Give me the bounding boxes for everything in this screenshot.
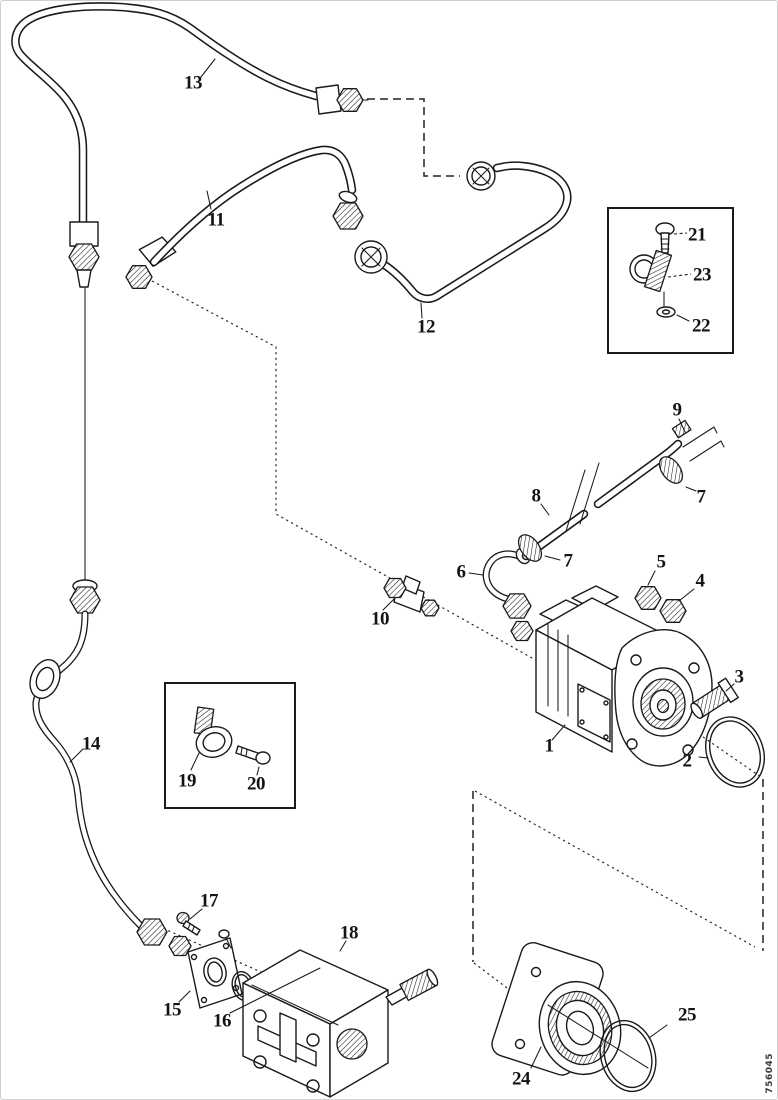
elbow-6-graphic bbox=[486, 546, 533, 640]
bolt-20-graphic bbox=[236, 746, 270, 764]
clamp-7-left-graphic bbox=[514, 531, 546, 566]
bolt-17-graphic bbox=[177, 913, 200, 936]
adapter-24-graphic bbox=[489, 940, 648, 1085]
shaft-3-graphic bbox=[687, 678, 738, 722]
pump-1-graphic bbox=[536, 586, 712, 766]
bolt-21-graphic bbox=[656, 223, 674, 253]
projection-lines-24 bbox=[473, 721, 763, 994]
clamp-7-right-graphic bbox=[655, 453, 687, 488]
nut-4-graphic bbox=[660, 600, 686, 623]
nut-5-graphic bbox=[635, 587, 661, 610]
fitting-10-graphic bbox=[384, 576, 439, 616]
hose-13-graphic bbox=[15, 6, 368, 287]
leader-lines bbox=[70, 59, 734, 1068]
hose-12-graphic bbox=[355, 162, 567, 299]
hose-11-graphic bbox=[126, 150, 363, 288]
oring-25-graphic bbox=[592, 1014, 664, 1098]
inset-box-lower bbox=[165, 683, 295, 808]
assembly-line-11-1 bbox=[152, 281, 548, 667]
clamp-19-graphic bbox=[192, 707, 236, 762]
flange-15-graphic bbox=[188, 930, 242, 1008]
clamp-23-graphic bbox=[630, 250, 671, 306]
clamp-9-graphic bbox=[672, 420, 724, 461]
hose-8-graphic bbox=[526, 444, 678, 556]
connector-dashed-13-12 bbox=[367, 99, 460, 176]
oring-2-graphic bbox=[696, 708, 775, 796]
tube-14-graphic bbox=[25, 580, 191, 956]
inset-box-upper bbox=[608, 208, 733, 353]
pump-18-graphic bbox=[243, 950, 440, 1097]
nut-22-graphic bbox=[657, 307, 675, 317]
footer-part-number: 756045 bbox=[765, 1053, 775, 1094]
